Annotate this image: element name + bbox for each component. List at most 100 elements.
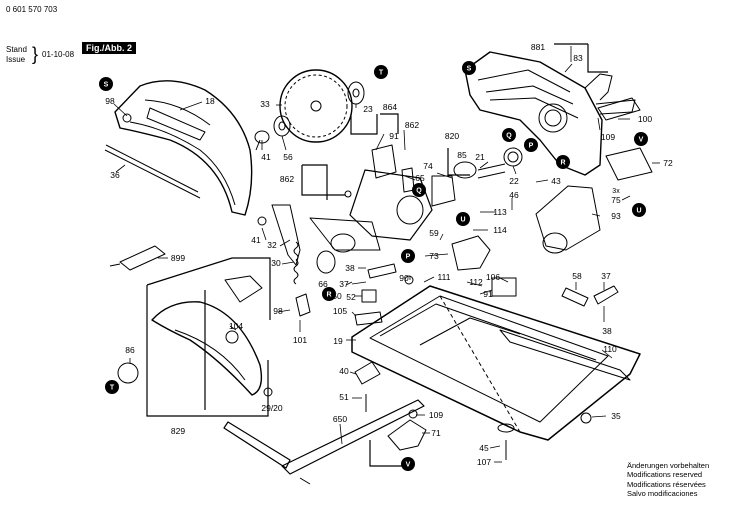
part-label: 58 (572, 271, 582, 281)
leader-lines (113, 46, 660, 463)
part-label: 72 (663, 158, 673, 168)
part-label: 30 (271, 258, 281, 268)
washer-105 (354, 311, 383, 326)
part-label: 29/20 (261, 403, 283, 413)
part-number: 0 601 570 703 (6, 5, 58, 14)
lower-blade-guard (151, 301, 263, 396)
part-label: 109 (601, 132, 615, 142)
guard-lever (224, 275, 263, 303)
part-label: 22 (509, 176, 519, 186)
issue-date: 01-10-08 (42, 50, 75, 59)
bushing-52 (361, 289, 377, 303)
note-es: Salvo modificaciones (627, 489, 698, 499)
marker-T: T (379, 70, 384, 77)
guide-rail (499, 329, 631, 381)
part-label: 85 (457, 150, 467, 160)
part-label: 105 (333, 306, 347, 316)
retaining-ring (117, 362, 139, 384)
marker-S: S (467, 66, 472, 73)
part-label: 41 (251, 235, 261, 245)
spacer-ring (316, 250, 336, 274)
part-label: 91 (389, 131, 399, 141)
part-label: 113 (493, 207, 507, 217)
stand-label: Stand (6, 45, 27, 54)
screw-862 (344, 190, 352, 198)
marker-R: R (560, 160, 565, 167)
part-label: 33 (260, 99, 270, 109)
cylinder-58 (561, 287, 589, 307)
marker-R: R (326, 292, 331, 299)
part-label: 107 (477, 457, 491, 467)
part-label: 23 (363, 104, 373, 114)
part-label: 104 (229, 321, 243, 331)
marker-Q: Q (416, 188, 422, 195)
clamp-knob (387, 419, 427, 451)
part-label: 820 (445, 131, 459, 141)
marker-T: T (110, 385, 115, 392)
screw-98 (122, 113, 132, 123)
base-plate (351, 285, 641, 441)
screw-90 (404, 275, 414, 285)
riving-knife (271, 204, 301, 266)
part-label: 73 (429, 251, 439, 261)
part-label: 114 (493, 225, 507, 235)
part-label: 19 (333, 336, 343, 346)
part-labels: 98 18 36 33 23 41 56 864 91 862 862 74 6… (105, 42, 673, 467)
marker-P: P (406, 254, 411, 261)
part-label: 21 (475, 152, 485, 162)
o-ring (453, 161, 477, 179)
part-label: 109 (429, 410, 443, 420)
marker-Q: Q (506, 133, 512, 140)
screw-35 (580, 412, 592, 424)
part-label: 32 (267, 240, 277, 250)
nut-109 (408, 409, 418, 419)
saw-blade (279, 69, 353, 143)
issue-label: Issue (6, 55, 26, 64)
part-label: 106 (486, 272, 500, 282)
part-label: 86 (125, 345, 135, 355)
part-label: 66 (318, 279, 328, 289)
notes: Änderungen vorbehalten Modifications res… (627, 461, 709, 499)
part-label: 74 (423, 161, 433, 171)
group-brackets (146, 43, 608, 467)
brace: } (32, 44, 39, 64)
part-label: 899 (171, 253, 185, 263)
part-label: 75 (611, 195, 621, 205)
note-en: Modifications reserved (627, 470, 703, 480)
clamp-lever (295, 293, 311, 317)
part-label: 50 (332, 291, 342, 301)
note-de: Änderungen vorbehalten (627, 461, 710, 470)
bearing-plate (431, 175, 456, 207)
marker-V: V (406, 462, 411, 469)
chip-ejector (535, 185, 601, 251)
marker-S: S (104, 82, 109, 89)
part-label: 881 (531, 42, 545, 52)
motor-housing (464, 51, 636, 176)
marker-symbols: S T S Q P R V U U Q R P T V (99, 61, 648, 471)
handle-grip (595, 99, 636, 115)
marker-V: V (639, 137, 644, 144)
part-label: 93 (611, 211, 621, 221)
part-label: 98 (273, 306, 283, 316)
part-label: 65 (415, 173, 425, 183)
parallel-guide (223, 399, 425, 485)
marker-U: U (636, 208, 641, 215)
part-label: 91 (483, 289, 493, 299)
part-label: 864 (383, 102, 397, 112)
part-label: 41 (261, 152, 271, 162)
part-label: 59 (429, 228, 439, 238)
part-label: 37 (601, 271, 611, 281)
washer-45 (497, 423, 515, 433)
part-label: 83 (573, 53, 583, 63)
part-label: 37 (339, 279, 349, 289)
part-label: 111 (438, 272, 451, 282)
part-label: 3x (612, 188, 620, 195)
pivot-bracket (451, 235, 491, 271)
screw-41 (257, 216, 267, 226)
part-label: 650 (333, 414, 347, 424)
knob-40 (354, 361, 381, 385)
part-label: 52 (346, 292, 356, 302)
lever-100 (597, 97, 641, 121)
part-label: 71 (431, 428, 441, 438)
